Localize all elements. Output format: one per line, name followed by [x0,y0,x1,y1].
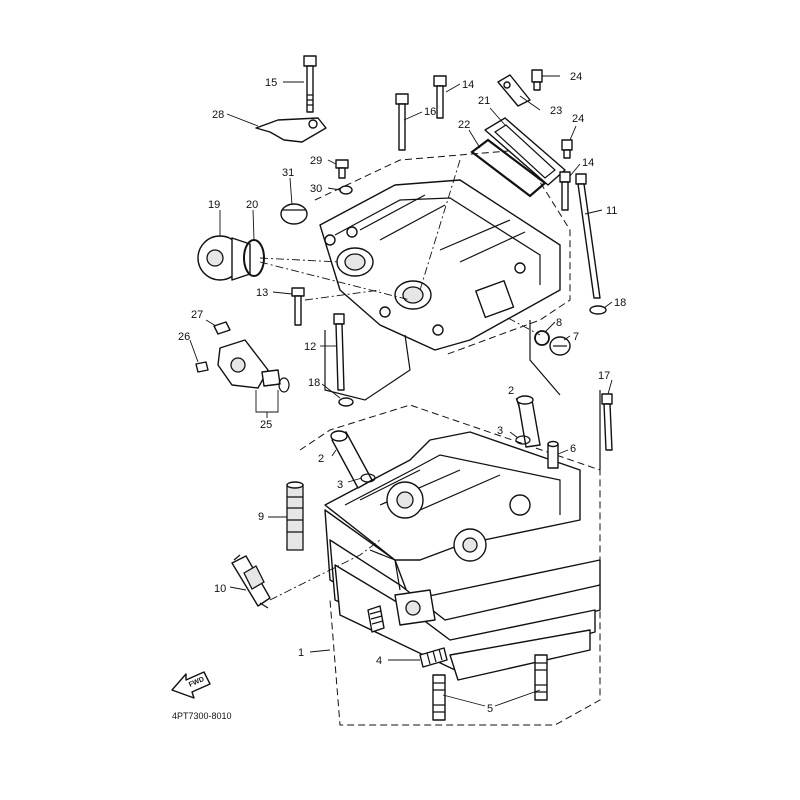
callout-27: 27 [191,309,203,321]
bolt [335,159,349,169]
callout-3: 3 [337,479,343,491]
callout-11: 11 [606,205,617,217]
callout-6: 6 [570,443,576,455]
callout-23: 23 [550,105,562,117]
callout-4: 4 [376,655,382,667]
callout-18: 18 [614,297,626,309]
callout-5: 5 [487,703,493,715]
callout-10: 10 [214,583,226,595]
head-cover-boundary [314,149,571,356]
callout-21: 21 [478,95,490,107]
fwd-arrow: FWD [171,671,211,699]
callout-24: 24 [570,71,582,83]
callout-31: 31 [282,167,294,179]
callout-16: 16 [424,106,436,118]
callout-9: 9 [258,511,264,523]
circlip [515,435,531,445]
cam-chain-tensioner [217,339,281,389]
through-bolt [577,183,601,299]
callout-19: 19 [208,199,220,211]
cylinder-head-cover [314,149,571,356]
gasket-stack [286,481,304,551]
bolt [294,295,302,326]
callout-2: 2 [508,385,514,397]
callout-8: 8 [556,317,562,329]
oil-filler-cap [197,235,251,281]
cooling-fin [449,629,591,681]
bolt [213,321,231,335]
leader-lines [189,75,613,707]
bolt [531,69,573,159]
callout-15: 15 [265,77,277,89]
washer [339,185,353,195]
spark-plug [231,554,271,609]
callout-1: 1 [298,647,304,659]
bolt [603,403,613,451]
callout-25: 25 [260,419,272,431]
bracket [497,74,531,107]
dowel-pin [547,443,559,469]
callout-20: 20 [246,199,258,211]
callout-29: 29 [310,155,322,167]
callout-18: 18 [308,377,320,389]
stud-bolt [432,654,548,721]
valve-guide [330,395,541,489]
callout-13: 13 [256,287,268,299]
bolt [333,313,345,325]
callout-2: 2 [318,453,324,465]
o-ring [534,330,550,346]
callout-30: 30 [310,183,322,195]
bolt [601,393,613,405]
callout-14: 14 [582,157,594,169]
part-code: 4PT7300-8010 [172,711,232,721]
plug [280,203,308,225]
callout-14: 14 [462,79,474,91]
callout-3: 3 [497,425,503,437]
washer [338,397,354,407]
callout-26: 26 [178,331,190,343]
callout-12: 12 [304,341,316,353]
callout-24: 24 [572,113,584,125]
callout-28: 28 [212,109,224,121]
bolt [195,361,209,373]
bolt [291,287,305,297]
cover-plate [484,117,566,186]
long-bolt [303,55,571,211]
bolt [335,323,345,391]
callout-17: 17 [598,370,610,382]
bolt [338,167,346,179]
stud-bolt [367,605,448,668]
through-bolt [575,173,587,185]
callout-7: 7 [573,331,579,343]
o-ring [278,377,290,393]
washer [589,305,607,315]
cylinder-head [299,404,601,726]
callout-22: 22 [458,119,470,131]
